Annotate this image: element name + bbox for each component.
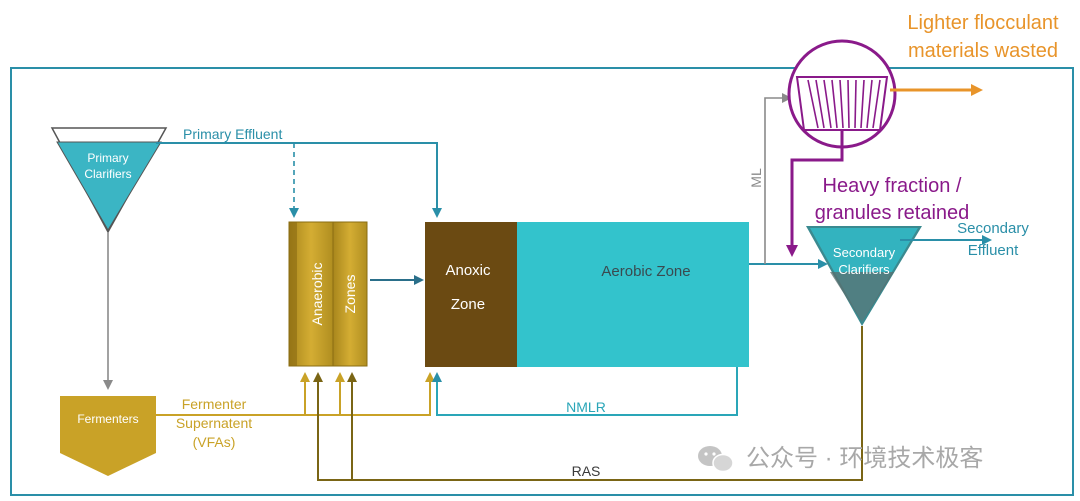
primary-clarifiers-label-1: Primary — [87, 151, 128, 165]
ras-line — [313, 326, 863, 481]
ml-label: ML — [748, 168, 764, 188]
zones-label: Zones — [342, 275, 358, 314]
nmlr-label: NMLR — [566, 399, 606, 415]
secondary-clarifiers-label-1: Secondary — [833, 245, 896, 260]
heavy-label-2: granules retained — [815, 202, 970, 224]
watermark-text: 公众号 · 环境技术极客 — [746, 445, 983, 472]
ras-label: RAS — [572, 463, 601, 479]
anoxic-zone: Anoxic Zone — [425, 222, 517, 367]
fermenter-label-2: Supernatent — [176, 415, 252, 431]
heavy-label-1: Heavy fraction / — [823, 175, 962, 197]
primary-effluent-label: Primary Effluent — [183, 126, 282, 142]
ml-line — [764, 93, 792, 264]
aerobic-zone: Aerobic Zone — [517, 222, 749, 367]
fermenter: Fermenters — [60, 396, 156, 476]
secondary-effluent-label-2: Effluent — [968, 242, 1019, 259]
primary-effluent-line — [156, 142, 442, 218]
fermenters-label: Fermenters — [77, 412, 138, 426]
anoxic-label-1: Anoxic — [445, 262, 491, 279]
wechat-icon — [698, 446, 734, 473]
primary-clarifiers-label-2: Clarifiers — [84, 167, 131, 181]
aerobic-label: Aerobic Zone — [601, 263, 690, 280]
watermark: 公众号 · 环境技术极客 — [698, 445, 983, 473]
heavy-return-arrow — [786, 130, 844, 257]
anaerobic-zones: Anaerobic Zones — [288, 221, 368, 367]
secondary-effluent-label-1: Secondary — [957, 220, 1029, 237]
secondary-clarifiers-label-2: Clarifiers — [838, 262, 890, 277]
anoxic-label-2: Zone — [451, 296, 485, 313]
fermenter-label-1: Fermenter — [182, 396, 247, 412]
nmlr-line — [432, 367, 738, 416]
lighter-label-2: materials wasted — [908, 40, 1058, 62]
anaerobic-label: Anaerobic — [309, 262, 325, 325]
lighter-label-1: Lighter flocculant — [907, 12, 1059, 34]
primary-clarifier: Primary Clarifiers — [50, 127, 168, 234]
secondary-clarifier: Secondary Clarifiers — [806, 226, 922, 326]
fermenter-label-3: (VFAs) — [193, 434, 236, 450]
fermenter-supernatant-line — [156, 372, 435, 416]
